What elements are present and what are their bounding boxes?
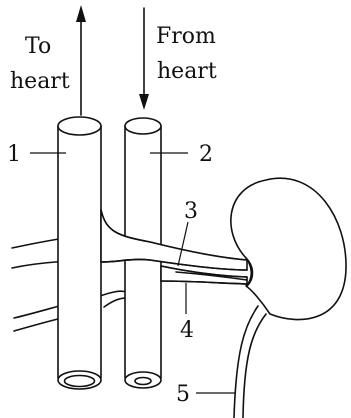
to-heart-label-line1: To (25, 34, 51, 59)
lower-right-branch-stub (100, 291, 126, 307)
to-heart-label-line2: heart (10, 69, 70, 94)
from-heart-arrow (139, 8, 149, 110)
renal-vessels (101, 210, 247, 284)
vena-cava-opening (58, 371, 101, 389)
aorta-opening (125, 372, 161, 388)
to-heart-arrow (76, 5, 86, 115)
label-4: 4 (180, 318, 194, 343)
label-2: 2 (199, 142, 213, 167)
label-3: 3 (184, 199, 198, 224)
label-1: 1 (7, 142, 21, 167)
ureter (234, 306, 266, 418)
vena-cava-vessel (58, 117, 101, 378)
from-heart-label-line1: From (156, 24, 216, 49)
label-5: 5 (176, 382, 190, 407)
from-heart-label-line2: heart (157, 59, 217, 84)
kidney (231, 178, 346, 319)
